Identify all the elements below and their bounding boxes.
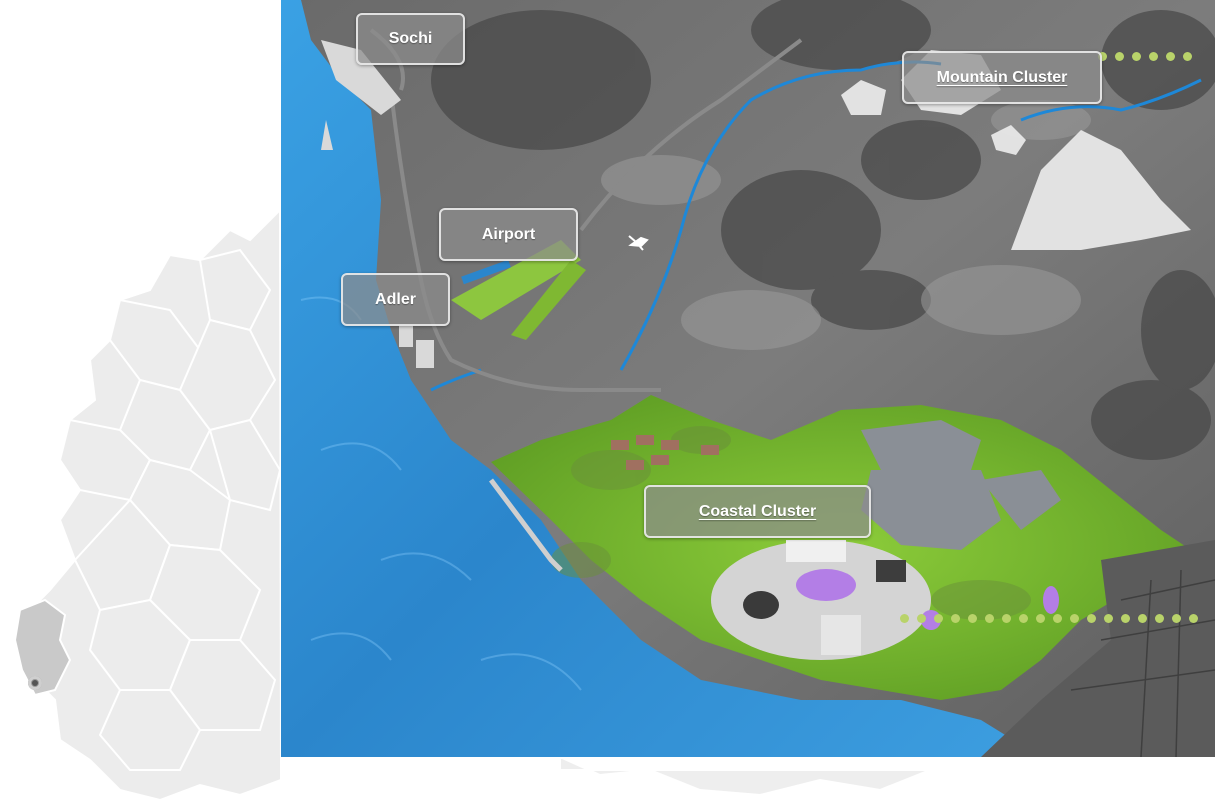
coastal-cluster-link-text: Coastal Cluster bbox=[698, 502, 817, 520]
sochi-label[interactable]: Sochi bbox=[356, 13, 465, 65]
sea-ripples bbox=[300, 296, 582, 691]
region-shape bbox=[98, 689, 202, 771]
airport-label[interactable]: Airport bbox=[439, 208, 578, 261]
adler-label[interactable]: Adler bbox=[341, 273, 450, 326]
region-shape bbox=[559, 755, 931, 797]
mountain-cluster-link[interactable]: Mountain Cluster bbox=[902, 51, 1102, 104]
breakwater bbox=[489, 478, 563, 572]
sea bbox=[281, 0, 1041, 757]
mountain-cluster-connector bbox=[1098, 51, 1192, 61]
aerial-map bbox=[281, 0, 1215, 757]
region-shape bbox=[208, 418, 282, 512]
olympic-park bbox=[711, 540, 1059, 660]
green-texture bbox=[551, 426, 1031, 620]
airport-label-text: Airport bbox=[481, 225, 536, 243]
mountain-cluster-link-text: Mountain Cluster bbox=[936, 68, 1068, 86]
coastal-cluster-link[interactable]: Coastal Cluster bbox=[644, 485, 871, 538]
sochi-label-text: Sochi bbox=[388, 30, 433, 47]
adler-label-text: Adler bbox=[375, 290, 416, 308]
city-buildings bbox=[321, 40, 434, 368]
plane-icon bbox=[628, 235, 649, 251]
urban-grid bbox=[1070, 569, 1215, 757]
cluster-blocks bbox=[861, 420, 1215, 757]
location-marker[interactable] bbox=[28, 676, 42, 690]
region-shape bbox=[198, 248, 272, 332]
residential-blocks bbox=[611, 435, 719, 470]
forest-areas bbox=[431, 0, 1215, 460]
region-highlight bbox=[13, 598, 72, 697]
coastal-cluster-connector bbox=[900, 613, 1198, 623]
aerial-map-graphic bbox=[281, 0, 1215, 757]
